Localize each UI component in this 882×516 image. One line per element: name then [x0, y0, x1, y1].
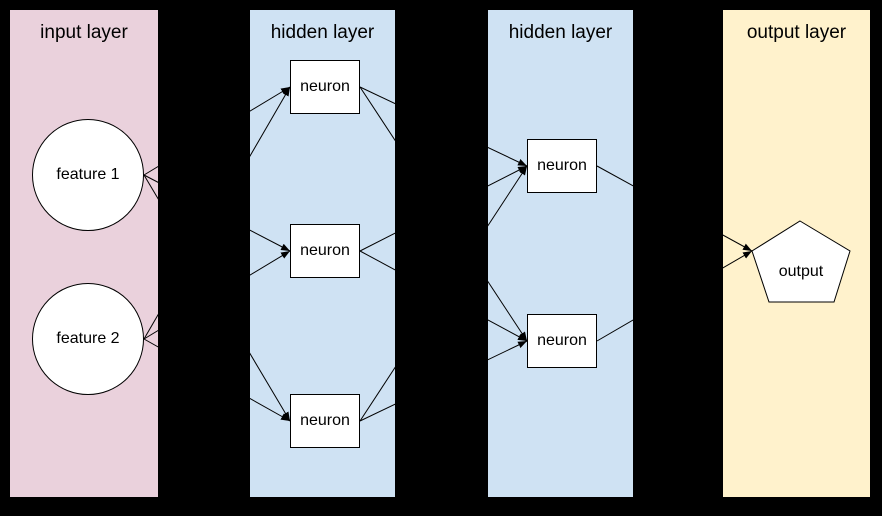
edge-line: [143, 338, 291, 422]
layer-band-hidden-2: hidden layer: [488, 10, 633, 497]
edge-line: [596, 250, 753, 342]
node-hidden2-neuron-1: neuron: [527, 139, 597, 193]
edge-line: [359, 340, 528, 422]
edge-line: [143, 174, 291, 422]
edge-line: [359, 250, 528, 342]
layer-title-hidden-1: hidden layer: [270, 22, 375, 43]
layer-title-output: output layer: [746, 22, 847, 43]
node-output-pentagon: [751, 220, 851, 303]
edge-line: [359, 86, 528, 342]
node-output-label: output: [778, 263, 824, 280]
layer-title-input: input layer: [40, 22, 128, 43]
edge-line: [359, 86, 528, 167]
node-feature-2: feature 2: [32, 283, 144, 395]
node-feature-1: feature 1: [32, 119, 144, 231]
node-hidden1-neuron-1: neuron: [290, 60, 360, 114]
node-hidden2-neuron-2: neuron: [527, 314, 597, 368]
edge-line: [143, 250, 291, 340]
node-hidden1-neuron-3: neuron: [290, 394, 360, 448]
layer-band-input: input layer: [10, 10, 158, 497]
layer-title-hidden-2: hidden layer: [508, 22, 613, 43]
edge-line: [359, 165, 528, 422]
node-hidden1-neuron-2: neuron: [290, 224, 360, 278]
edge-line: [143, 86, 291, 176]
edge-lines-group: [143, 86, 753, 422]
edge-line: [143, 86, 291, 340]
edge-line: [359, 165, 528, 252]
edge-line: [596, 165, 753, 252]
